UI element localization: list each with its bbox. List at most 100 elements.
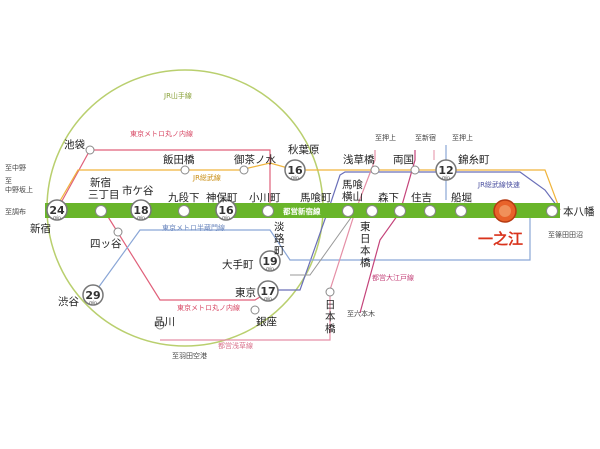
label-shinjuku-top: 新宿 [90, 176, 111, 189]
station-dots [95, 205, 558, 217]
dot-shinagawa[interactable] [155, 320, 165, 330]
dot-funabori[interactable] [455, 205, 467, 217]
label-sobu: JR総武線 [192, 173, 221, 182]
label-oedo: 都営大江戸線 [372, 273, 414, 282]
svg-text:min: min [264, 296, 272, 301]
sobu-line [56, 162, 561, 211]
label-higashi-1: 東 [360, 220, 371, 233]
badge-jimbocho[interactable]: 16 min [215, 199, 237, 221]
badge-shinjuku[interactable]: 24 min [46, 199, 68, 221]
label-morishita: 森下 [378, 191, 399, 204]
svg-text:17: 17 [260, 285, 275, 298]
dir-oshiage-1: 至押上 [375, 133, 396, 142]
label-kinshicho: 錦糸町 [458, 153, 490, 166]
sobu-rapid-line [270, 171, 561, 291]
label-awaji-2: 路 [274, 232, 285, 245]
dir-oshiage-2: 至押上 [452, 133, 473, 142]
badge-otemachi[interactable]: 19 min [259, 250, 281, 272]
svg-text:min: min [222, 215, 230, 220]
label-tokyo: 東京 [235, 286, 256, 299]
label-nihombashi-3: 橋 [325, 322, 336, 335]
label-ochanomizu: 御茶ノ水 [234, 153, 276, 166]
dir-chofu: 至調布 [5, 207, 26, 216]
dot-nihombashi[interactable] [325, 287, 335, 297]
dot-motoyawata[interactable] [546, 205, 558, 217]
svg-text:12: 12 [438, 164, 453, 177]
dot-shinjuku-sanchome[interactable] [95, 205, 107, 217]
label-ogawamachi: 小川町 [249, 192, 281, 204]
svg-text:16: 16 [287, 164, 303, 177]
label-marunouchi-bottom: 東京メトロ丸ノ内線 [177, 303, 240, 312]
label-shinagawa: 品川 [154, 316, 175, 328]
label-hanzomon: 東京メトロ半蔵門線 [162, 223, 225, 232]
label-kudanshita: 九段下 [168, 191, 200, 204]
label-marunouchi-top: 東京メトロ丸ノ内線 [130, 129, 193, 138]
svg-text:24: 24 [49, 204, 65, 217]
label-bakuro-1: 馬喰 [342, 178, 363, 191]
label-bakuro-2: 横山 [342, 190, 363, 203]
dot-morishita[interactable] [394, 205, 406, 217]
dot-ikebukuro[interactable] [85, 145, 95, 155]
ichinoe-marker[interactable] [493, 199, 517, 223]
label-sumiyoshi: 住吉 [411, 191, 432, 204]
label-motoyawata: 本八幡 [563, 205, 595, 218]
dot-sumiyoshi[interactable] [424, 205, 436, 217]
label-yotsuya: 四ッ谷 [90, 238, 122, 250]
label-awaji-1: 淡 [274, 221, 285, 233]
badge-shibuya[interactable]: 29 min [82, 284, 104, 306]
label-asakusabashi: 浅草橋 [343, 153, 375, 166]
minute-badges: 24 min 18 min 16 min 16 min 12 min 19 mi… [46, 159, 457, 306]
label-shinjuku-line: 都営新宿線 [282, 206, 321, 216]
label-higashi-3: 本 [360, 244, 371, 257]
marunouchi-line-top [56, 149, 271, 212]
label-iidabashi: 飯田橋 [163, 153, 195, 166]
badge-kinshicho[interactable]: 12 min [435, 159, 457, 181]
svg-text:18: 18 [133, 204, 148, 217]
svg-text:min: min [291, 175, 299, 180]
label-jimbocho: 神保町 [206, 191, 238, 204]
dir-roppongi: 至六本木 [347, 309, 375, 318]
label-ichigaya: 市ケ谷 [122, 184, 154, 197]
dir-shinjuku: 至新宿 [415, 133, 436, 142]
hanzomon-line [92, 212, 531, 296]
label-awaji-3: 町 [274, 245, 285, 257]
label-funabori: 船堀 [451, 191, 472, 204]
svg-text:19: 19 [262, 255, 277, 268]
label-akihabara: 秋葉原 [288, 143, 320, 156]
label-sobu-rapid: JR総武線快速 [477, 180, 520, 189]
dir-haneda: 至羽田空港 [172, 351, 207, 360]
badge-ichigaya[interactable]: 18 min [130, 199, 152, 221]
dot-ginza[interactable] [250, 305, 260, 315]
dot-ogawamachi[interactable] [262, 205, 274, 217]
label-nihombashi-1: 日 [325, 299, 336, 311]
badge-tokyo[interactable]: 17 min [257, 280, 279, 302]
label-asakusa: 都営浅草線 [218, 341, 253, 350]
label-ryogoku: 両国 [393, 154, 414, 166]
svg-text:16: 16 [218, 204, 234, 217]
dot-ryogoku[interactable] [410, 165, 420, 175]
dot-yotsuya[interactable] [113, 227, 123, 237]
label-higashi-2: 日 [360, 233, 371, 245]
dot-kudanshita[interactable] [178, 205, 190, 217]
badge-akihabara[interactable]: 16 min [284, 159, 306, 181]
label-shinjuku: 新宿 [30, 222, 51, 235]
grey-connector [290, 211, 356, 276]
label-ichinoe: 一之江 [478, 230, 523, 248]
svg-text:min: min [266, 266, 274, 271]
label-yamanote: JR山手線 [163, 91, 192, 100]
dir-nakano-2: 中野坂上 [5, 185, 33, 194]
dot-higashi-nihombashi[interactable] [366, 205, 378, 217]
label-ginza: 銀座 [256, 315, 277, 328]
dot-iidabashi[interactable] [180, 165, 190, 175]
dot-asakusabashi[interactable] [370, 165, 380, 175]
dir-nakano-1: 至 [5, 177, 12, 185]
label-higashi-4: 橋 [360, 256, 371, 269]
label-bakurocho: 馬喰町 [300, 191, 332, 204]
dot-bakuroyokoyama[interactable] [342, 205, 354, 217]
label-ikebukuro: 池袋 [64, 138, 85, 151]
dot-ochanomizu[interactable] [239, 165, 249, 175]
label-sanchome: 三丁目 [88, 189, 120, 201]
station-labels: 新宿 新宿 三丁目 市ケ谷 九段下 神保町 小川町 飯田橋 御茶ノ水 秋葉原 浅… [30, 138, 595, 335]
asakusa-line [160, 150, 376, 341]
